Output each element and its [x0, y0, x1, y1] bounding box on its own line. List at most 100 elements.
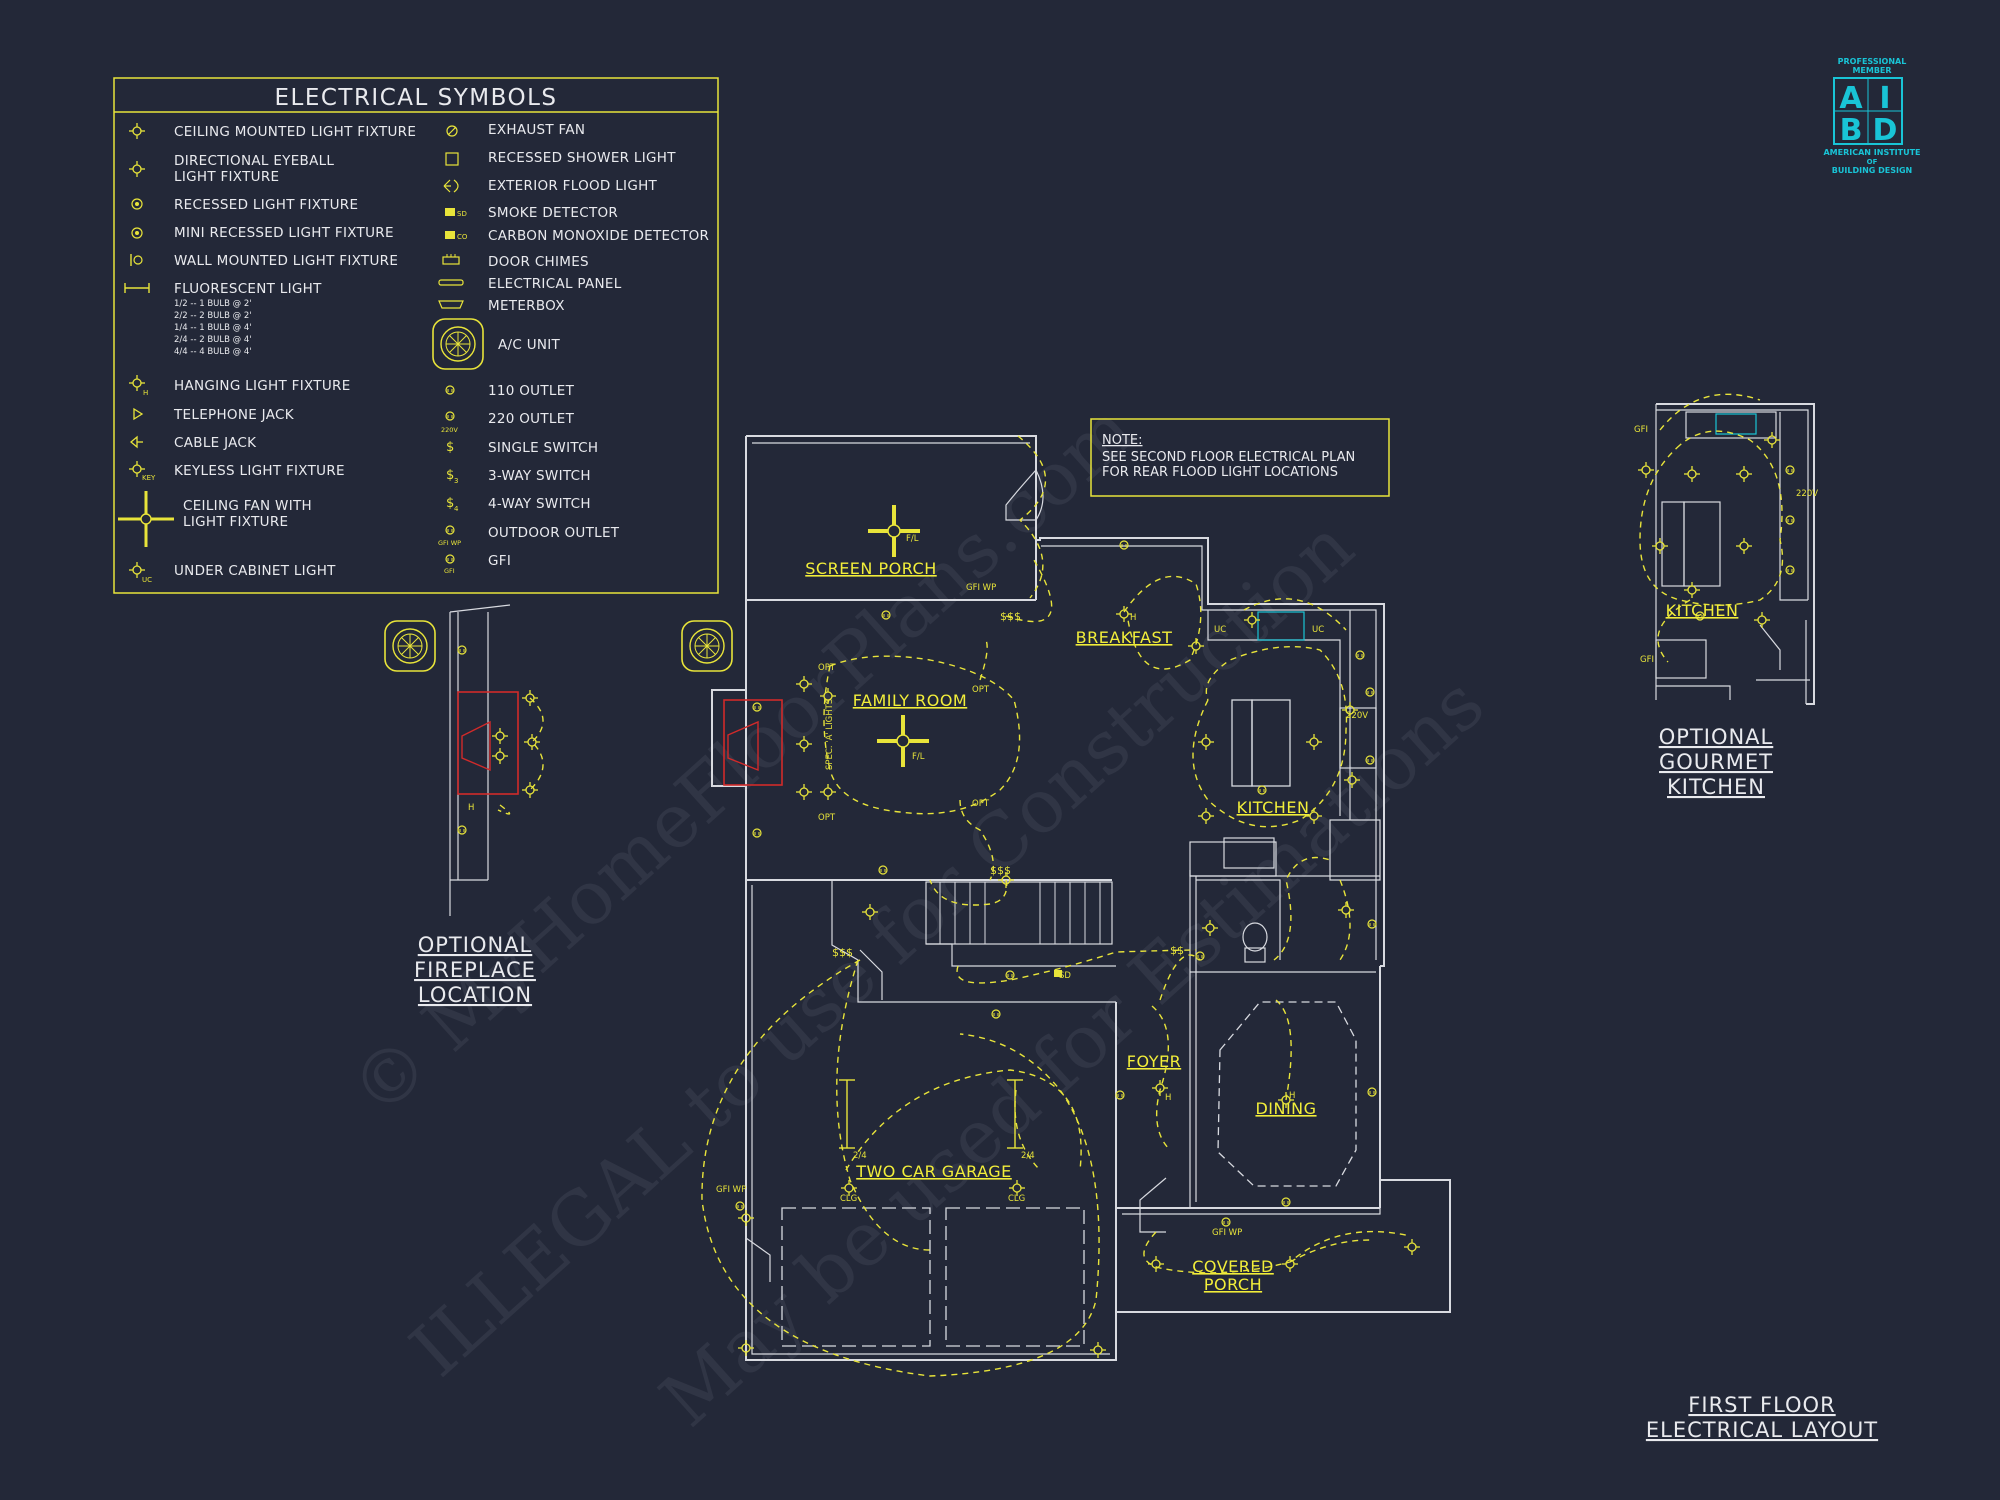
svg-text:2/4: 2/4	[1021, 1151, 1035, 1161]
svg-text:GFI: GFI	[444, 567, 455, 575]
svg-text:$$: $$	[1170, 944, 1184, 957]
sheet-title-line-2: ELECTRICAL LAYOUT	[1646, 1418, 1878, 1442]
svg-text:H: H	[468, 803, 474, 813]
room-label-dining: DINING	[1255, 1099, 1316, 1118]
note-box: NOTE: SEE SECOND FLOOR ELECTRICAL PLAN F…	[1090, 418, 1390, 497]
legend-label-flood: EXTERIOR FLOOD LIGHT	[488, 178, 658, 194]
outdoor-outlet-icon: GFI WP	[438, 525, 461, 547]
single-switch-icon: $	[446, 440, 454, 455]
sheet-title: FIRST FLOOR ELECTRICAL LAYOUT	[1646, 1393, 1878, 1442]
recessed-light-icon	[131, 198, 143, 210]
room-label-breakfast: BREAKFAST	[1076, 628, 1173, 647]
svg-text:$: $	[446, 496, 454, 511]
plan-walls	[711, 435, 1451, 1361]
svg-text:H: H	[143, 389, 148, 397]
svg-text:D: D	[1873, 113, 1898, 148]
legend-label-single-switch: SINGLE SWITCH	[488, 440, 598, 456]
fluorescent-light-icon	[124, 283, 150, 293]
svg-text:CLG: CLG	[840, 1194, 857, 1204]
legend-label-outdoor: OUTDOOR OUTLET	[488, 525, 620, 541]
legend-label-shower: RECESSED SHOWER LIGHT	[488, 150, 676, 166]
svg-text:4: 4	[454, 505, 459, 513]
legend-label-mini-recessed: MINI RECESSED LIGHT FIXTURE	[174, 225, 394, 241]
legend-label-eyeball: DIRECTIONAL EYEBALL	[174, 153, 334, 169]
svg-text:$: $	[446, 468, 454, 483]
svg-text:OPT: OPT	[972, 685, 990, 695]
shower-light-icon	[445, 152, 459, 166]
legend-label-telephone: TELEPHONE JACK	[173, 407, 295, 423]
eyeball-light-icon	[128, 160, 146, 178]
keyless-light-icon: KEY	[128, 460, 156, 482]
svg-text:OPT: OPT	[818, 813, 836, 823]
smoke-detector-icon: SD	[445, 208, 467, 218]
mini-recessed-light-icon	[131, 227, 143, 239]
legend-label-wall-light: WALL MOUNTED LIGHT FIXTURE	[174, 253, 398, 269]
legend-label-ceiling-fan: CEILING FAN WITH	[183, 498, 312, 514]
exhaust-fan-icon	[446, 125, 458, 137]
room-label-kitchen: KITCHEN	[1237, 798, 1310, 817]
telephone-jack-icon	[133, 407, 144, 421]
svg-text:GFI WP: GFI WP	[438, 539, 461, 547]
legend-label-3way: 3-WAY SWITCH	[488, 468, 591, 484]
door-chimes-icon	[442, 254, 460, 265]
svg-text:KEY: KEY	[142, 474, 156, 482]
room-label-garage: TWO CAR GARAGE	[855, 1162, 1012, 1181]
room-label-family-room: FAMILY ROOM	[853, 691, 967, 710]
legend-label-ac: A/C UNIT	[498, 337, 561, 353]
outlet-110-icon	[445, 385, 455, 395]
watermark: © MyHomeFloorPlans.com ILLEGAL to use fo…	[334, 387, 1500, 1444]
meterbox-icon	[438, 300, 464, 309]
legend-label-110: 110 OUTLET	[488, 383, 575, 399]
svg-text:F/L: F/L	[906, 534, 919, 544]
svg-text:GFI: GFI	[1640, 655, 1654, 665]
room-label-opt-kitchen: KITCHEN	[1666, 601, 1739, 620]
fluorescent-note-5: 4/4 -- 4 BULB @ 4'	[174, 347, 252, 357]
optional-fireplace-detail: H OPTIONAL FIREPLACE LOCATION	[384, 604, 544, 1007]
wall-light-icon	[130, 254, 143, 266]
svg-text:H: H	[1289, 1091, 1295, 1101]
svg-text:$$$: $$$	[1000, 610, 1021, 623]
note-line-2: FOR REAR FLOOD LIGHT LOCATIONS	[1102, 465, 1338, 480]
legend-label-recessed: RECESSED LIGHT FIXTURE	[174, 197, 358, 213]
ceiling-light-icon	[128, 122, 146, 140]
svg-text:SD: SD	[1059, 971, 1071, 981]
legend-label-exhaust: EXHAUST FAN	[488, 122, 585, 138]
svg-text:UC: UC	[142, 576, 152, 584]
gfi-icon: GFI	[444, 554, 455, 575]
legend-label-eyeball-2: LIGHT FIXTURE	[174, 169, 279, 185]
caption-fireplace-3: LOCATION	[418, 983, 532, 1007]
note-line-1: SEE SECOND FLOOR ELECTRICAL PLAN	[1102, 450, 1355, 465]
svg-text:BUILDING DESIGN: BUILDING DESIGN	[1832, 166, 1912, 175]
svg-text:CO: CO	[457, 233, 468, 241]
caption-gourmet-2: GOURMET	[1659, 750, 1773, 774]
four-way-switch-icon: $ 4	[446, 496, 459, 513]
legend-label-smoke: SMOKE DETECTOR	[488, 205, 618, 221]
svg-text:OF: OF	[1867, 158, 1878, 166]
caption-gourmet-3: KITCHEN	[1667, 775, 1765, 799]
svg-text:H: H	[1130, 613, 1136, 623]
svg-text:GFI WP: GFI WP	[716, 1185, 746, 1195]
legend-label-220: 220 OUTLET	[488, 411, 575, 427]
legend-label-ceiling-light: CEILING MOUNTED LIGHT FIXTURE	[174, 124, 416, 140]
co-detector-icon: CO	[445, 231, 468, 241]
svg-text:A: A	[1839, 81, 1863, 116]
svg-text:$$$: $$$	[990, 864, 1011, 877]
legend-label-fluorescent: FLUORESCENT LIGHT	[174, 281, 322, 297]
svg-text:220V: 220V	[1346, 711, 1368, 721]
legend-label-gfi: GFI	[488, 553, 511, 569]
svg-text:UC: UC	[1312, 625, 1324, 635]
svg-text:220V: 220V	[441, 426, 458, 434]
svg-text:2/4: 2/4	[853, 1151, 867, 1161]
sheet-title-line-1: FIRST FLOOR	[1688, 1393, 1835, 1417]
svg-text:UC: UC	[1214, 625, 1226, 635]
fluorescent-note-2: 2/2 -- 2 BULB @ 2'	[174, 311, 252, 321]
legend-label-panel: ELECTRICAL PANEL	[488, 276, 622, 292]
legend-title: ELECTRICAL SYMBOLS	[274, 85, 557, 111]
room-label-screen-porch: SCREEN PORCH	[805, 559, 936, 578]
caption-fireplace-1: OPTIONAL	[418, 933, 533, 957]
room-label-foyer: FOYER	[1127, 1052, 1181, 1071]
legend-label-ceiling-fan-2: LIGHT FIXTURE	[183, 514, 288, 530]
cable-jack-icon	[129, 435, 143, 449]
legend-label-co: CARBON MONOXIDE DETECTOR	[488, 228, 709, 244]
svg-text:GFI: GFI	[1634, 425, 1648, 435]
